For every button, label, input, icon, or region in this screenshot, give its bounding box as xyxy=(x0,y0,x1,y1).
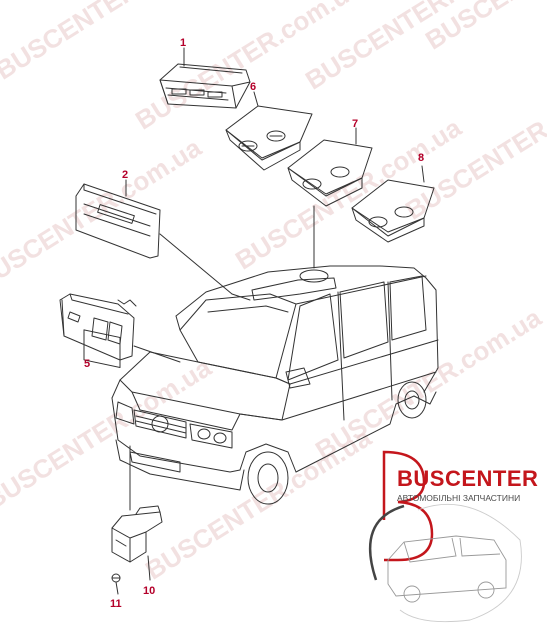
part-2-interior-light xyxy=(75,179,233,295)
part-5-switch-unit xyxy=(59,293,181,369)
callout-5: 5 xyxy=(84,358,91,370)
brand-logo: BUSCENTER АВТОМОБІЛЬНІ ЗАПЧАСТИНИ xyxy=(397,468,538,504)
part-6-roof-unit xyxy=(225,91,313,171)
callout-1: 1 xyxy=(180,37,187,49)
callout-11: 11 xyxy=(110,598,122,610)
part-11-screw xyxy=(111,573,121,595)
brand-name: BUSCENTER xyxy=(397,466,539,491)
brand-logo-graphic xyxy=(368,450,522,623)
part-10-switch xyxy=(111,445,163,581)
callout-10: 10 xyxy=(143,585,156,597)
brand-tagline: АВТОМОБІЛЬНІ ЗАПЧАСТИНИ xyxy=(397,493,521,503)
part-8-roof-unit xyxy=(351,165,435,243)
part-7-roof-unit xyxy=(287,127,373,269)
callout-7: 7 xyxy=(352,118,359,130)
part-1-roof-console xyxy=(159,47,251,109)
callout-6: 6 xyxy=(250,81,257,93)
van-body xyxy=(111,265,439,505)
callout-2: 2 xyxy=(122,169,129,181)
callout-8: 8 xyxy=(418,152,425,164)
